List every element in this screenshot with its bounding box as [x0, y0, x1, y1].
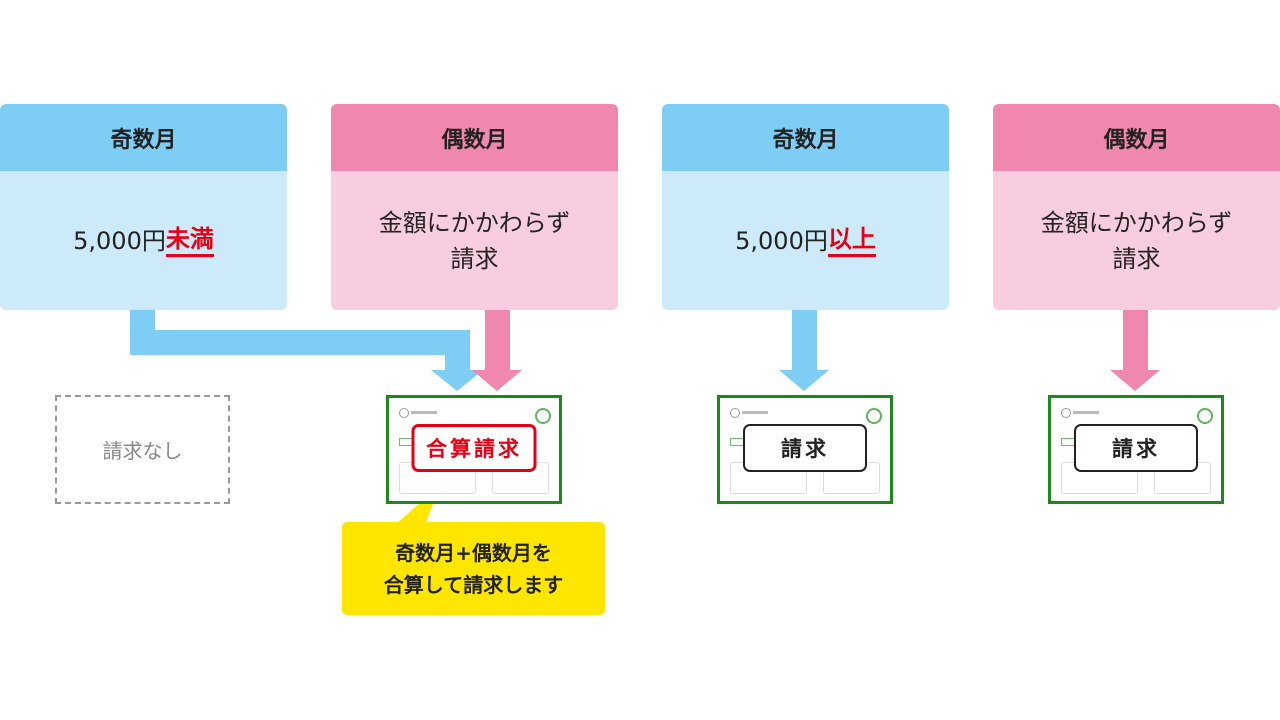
callout-line: 奇数月+偶数月を [395, 540, 552, 565]
card-header: 偶数月 [331, 104, 618, 171]
no-bill-box: 請求なし [55, 395, 230, 504]
card-body: 5,000円以上 [662, 171, 949, 310]
invoice: 請求 [1048, 395, 1224, 504]
line: 金額にかかわらず [1040, 208, 1233, 237]
pink-arrow [1110, 310, 1160, 391]
invoice-label: 請求 [743, 424, 867, 472]
line: 金額にかかわらず [378, 208, 571, 237]
card-even-month: 偶数月 金額にかかわらず請求 [331, 104, 618, 310]
amount: 5,000円 [735, 226, 828, 255]
invoice-combined: 合算請求 [386, 395, 562, 504]
card-body: 金額にかかわらず請求 [993, 171, 1280, 310]
invoice-label: 請求 [1074, 424, 1198, 472]
card-header: 奇数月 [0, 104, 287, 171]
card-odd-month-over: 奇数月 5,000円以上 [662, 104, 949, 310]
invoice: 請求 [717, 395, 893, 504]
blue-connector-arrow [130, 310, 483, 391]
card-odd-month-under: 奇数月 5,000円未満 [0, 104, 287, 310]
amount: 5,000円 [73, 226, 166, 255]
blue-arrow [779, 310, 829, 391]
card-header: 偶数月 [993, 104, 1280, 171]
pink-arrow [472, 310, 522, 391]
highlight: 未満 [165, 224, 214, 257]
callout-note: 奇数月+偶数月を 合算して請求します [342, 522, 605, 615]
highlight: 以上 [827, 224, 876, 257]
line: 請求 [450, 244, 499, 273]
card-body: 金額にかかわらず請求 [331, 171, 618, 310]
card-body: 5,000円未満 [0, 171, 287, 310]
card-header: 奇数月 [662, 104, 949, 171]
invoice-label: 合算請求 [411, 424, 537, 472]
callout-line: 合算して請求します [383, 572, 564, 597]
card-even-month: 偶数月 金額にかかわらず請求 [993, 104, 1280, 310]
line: 請求 [1112, 244, 1161, 273]
